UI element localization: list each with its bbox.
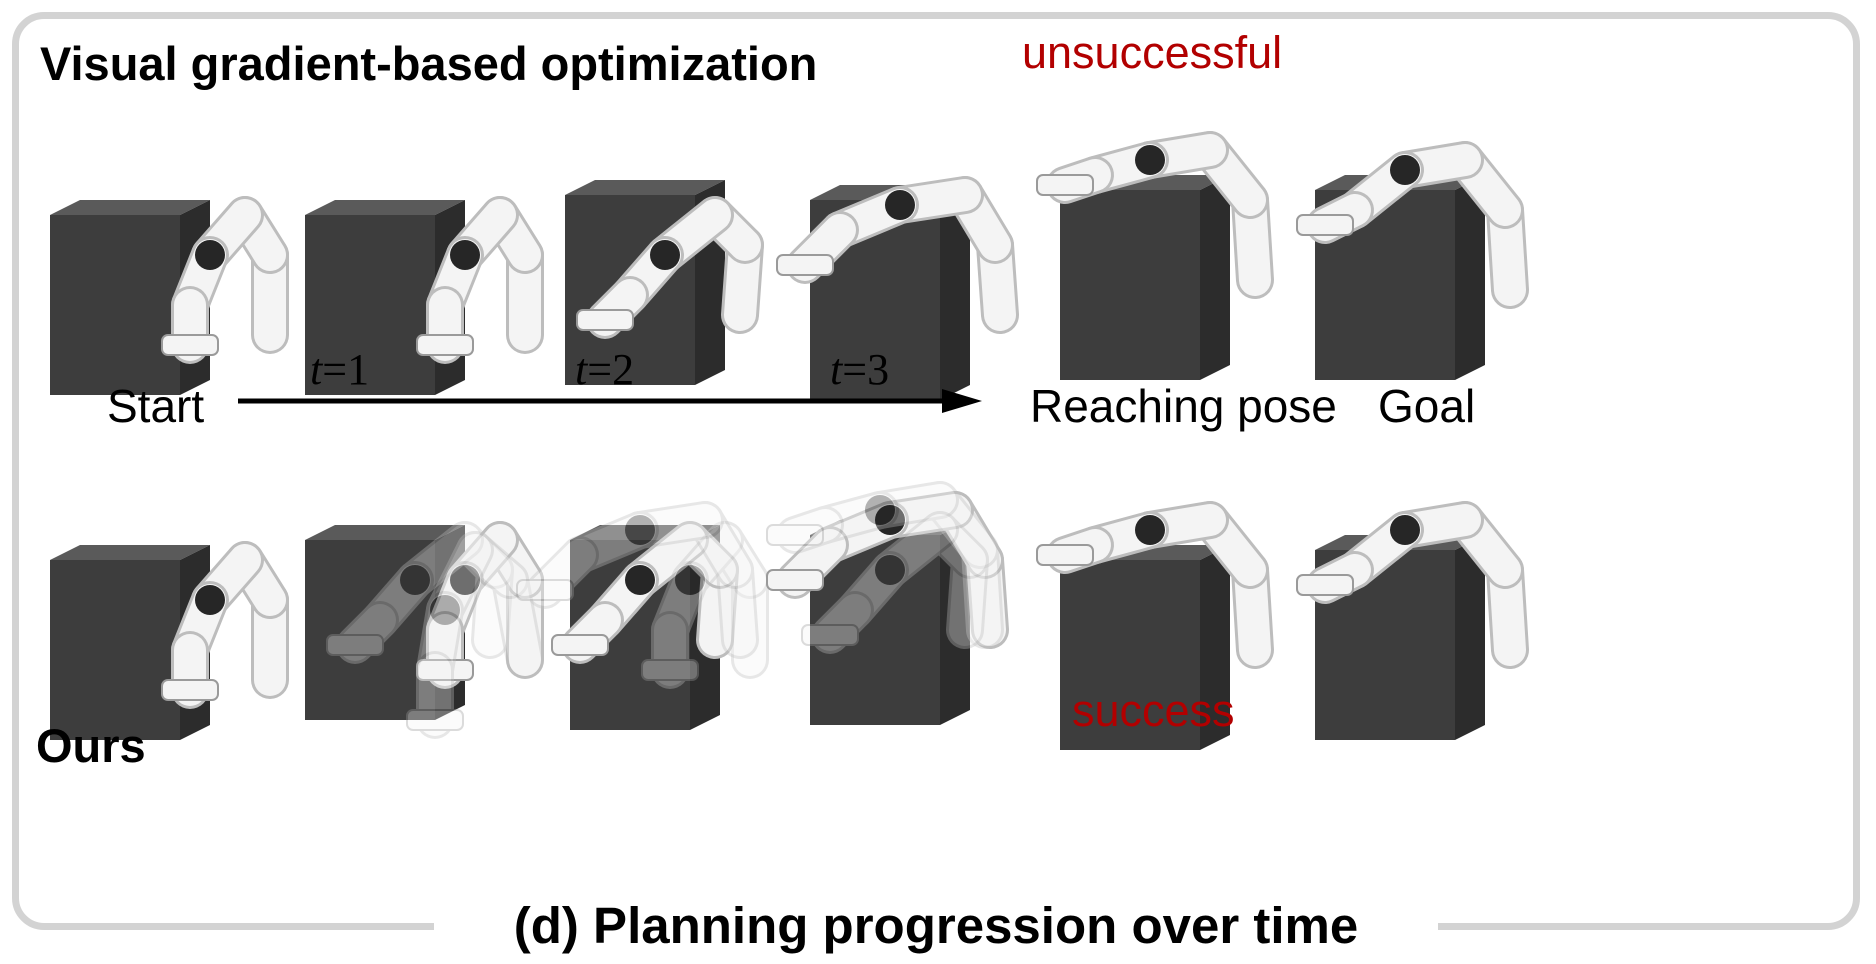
figure-caption: (d) Planning progression over time bbox=[513, 897, 1359, 954]
ghost-robot-arm bbox=[326, 521, 514, 664]
robot-scene bbox=[305, 521, 544, 739]
bottom-status-label: success bbox=[1072, 685, 1235, 736]
goal-label: Goal bbox=[1378, 380, 1476, 432]
robot-arm bbox=[766, 491, 1009, 649]
robot-arm bbox=[161, 196, 289, 364]
robot-scene bbox=[50, 196, 289, 395]
robot-arm bbox=[1296, 141, 1529, 309]
robot-scene bbox=[565, 180, 764, 385]
top-status-label: unsuccessful bbox=[1022, 27, 1283, 78]
ghost-robot-arm bbox=[801, 511, 989, 654]
caption-background: (d) Planning progression over time bbox=[434, 892, 1438, 964]
robot-arm bbox=[161, 541, 289, 709]
ghost-robot-arm bbox=[641, 521, 769, 689]
time-arrow bbox=[238, 389, 982, 413]
robot-scene bbox=[50, 541, 289, 740]
robot-scene bbox=[1296, 141, 1529, 380]
step-label-2: t=2 bbox=[575, 345, 635, 394]
reaching-pose-label: Reaching pose bbox=[1030, 380, 1337, 432]
robot-scene bbox=[516, 501, 769, 730]
box-obstacle bbox=[1315, 535, 1485, 740]
robot-arm bbox=[1036, 131, 1274, 299]
box-obstacle bbox=[305, 200, 465, 395]
robot-scene bbox=[776, 176, 1019, 400]
step-label-1: t=1 bbox=[310, 345, 370, 394]
robot-arm bbox=[1036, 501, 1274, 669]
robot-scene bbox=[766, 481, 1009, 725]
robot-scene bbox=[1036, 501, 1274, 750]
bottom-row-title: Ours bbox=[36, 719, 146, 772]
ghost-robot-arm bbox=[516, 501, 759, 659]
robot-arm bbox=[416, 521, 544, 689]
robot-scene bbox=[305, 196, 544, 395]
robot-scene bbox=[1296, 501, 1529, 740]
start-label: Start bbox=[107, 380, 205, 432]
ghost-robot-arm bbox=[766, 481, 1004, 649]
box-obstacle bbox=[1060, 175, 1230, 380]
robot-arm bbox=[776, 176, 1019, 334]
robot-arm bbox=[551, 521, 739, 664]
box-obstacle bbox=[1060, 545, 1230, 750]
top-row-title: Visual gradient-based optimization bbox=[40, 37, 818, 90]
robot-arm bbox=[576, 196, 764, 339]
robot-arm bbox=[416, 196, 544, 364]
robot-scene bbox=[1036, 131, 1274, 380]
robot-arm bbox=[1296, 501, 1529, 669]
step-label-3: t=3 bbox=[830, 345, 890, 394]
ghost-robot-arm bbox=[406, 531, 544, 739]
